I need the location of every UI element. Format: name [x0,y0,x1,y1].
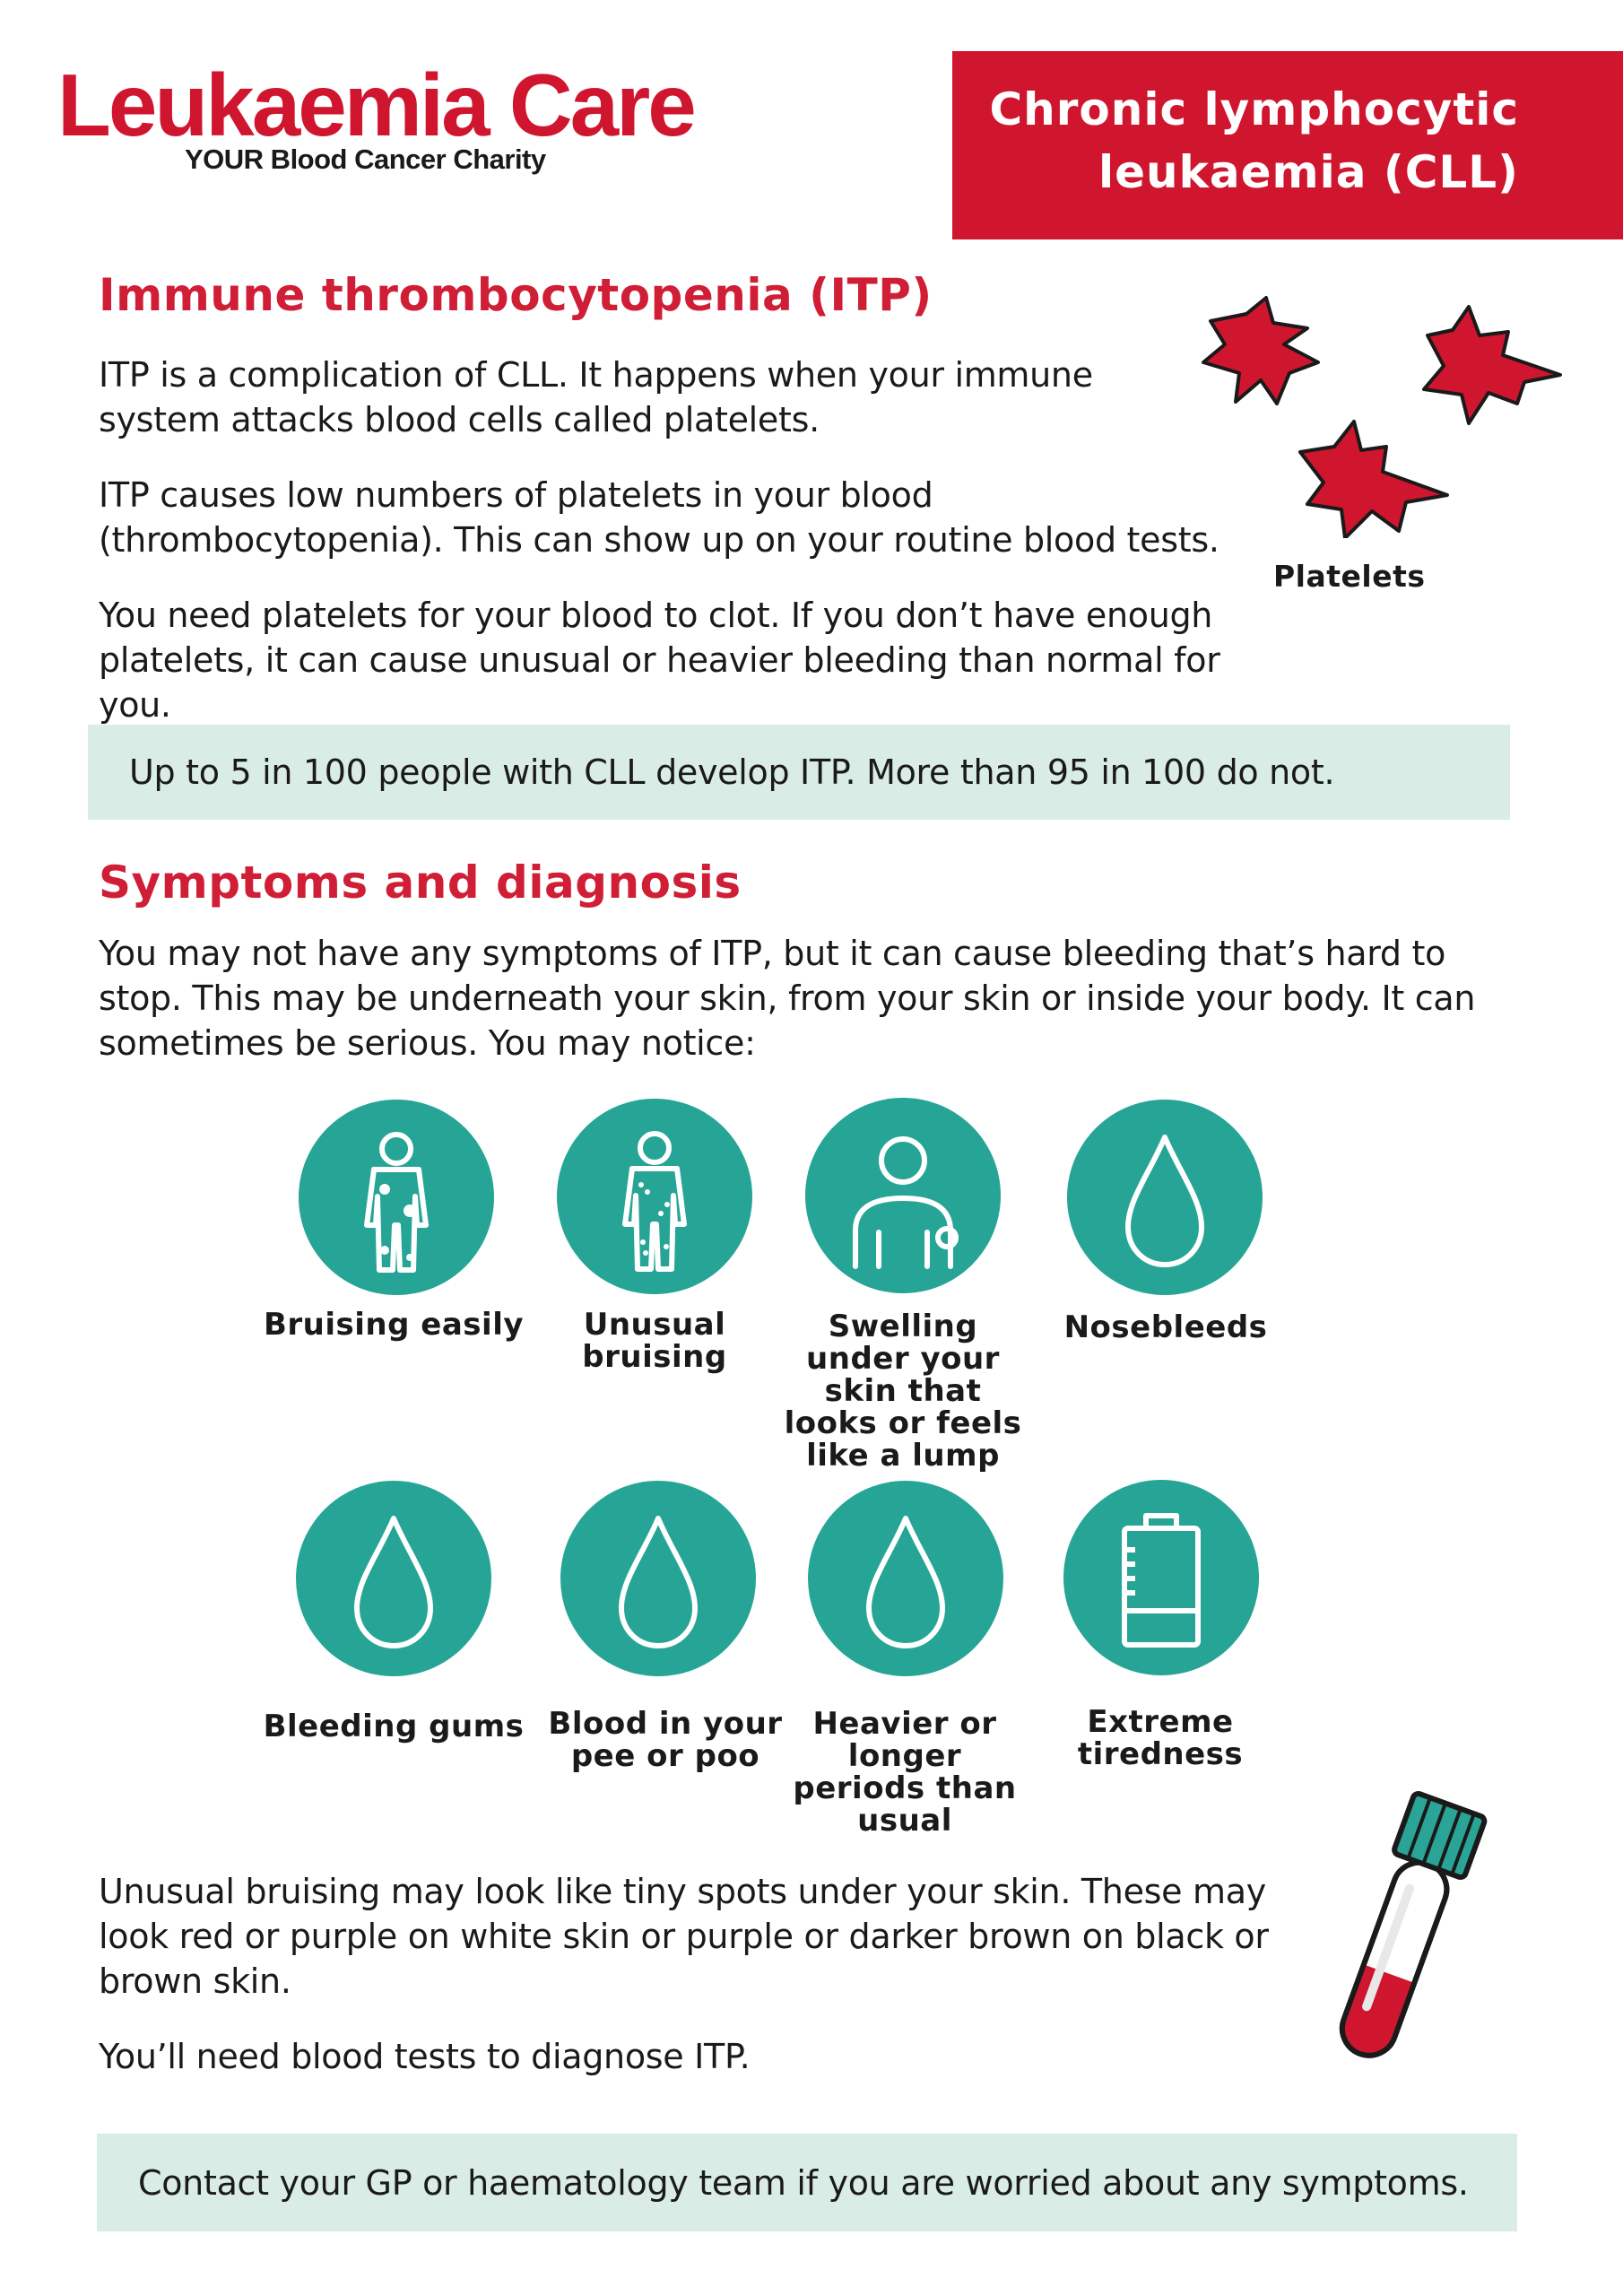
extreme-tiredness-icon-circle [1063,1480,1259,1675]
document-title: Chronic lymphocytic leukaemia (CLL) [945,78,1519,204]
bleeding-gums-icon-circle [296,1481,491,1676]
bruised-body-icon [622,1131,687,1272]
heavier-periods-icon-circle [808,1481,1003,1676]
symptom-label-swelling: Swelling under your skin that looks or f… [784,1309,1022,1474]
symptom-label-bleeding-gums: Bleeding gums [263,1709,525,1744]
bruising-easily-icon-circle [299,1100,494,1295]
paragraph-itp-low-platelets: ITP causes low numbers of platelets in y… [99,475,1219,560]
symptom-label-blood-in-pee-poo: Blood in your pee or poo [548,1706,783,1774]
callout-itp-statistics: Up to 5 in 100 people with CLL develop I… [88,725,1510,820]
paragraph-itp-complication: ITP is a complication of CLL. It happens… [99,355,1093,439]
callout-itp-statistics-text: Up to 5 in 100 people with CLL develop I… [129,752,1335,792]
blood-drop-icon [1125,1135,1204,1267]
platelet-shape-2 [1422,305,1562,425]
swelling-person-icon [853,1136,959,1269]
low-battery-icon [1122,1513,1201,1648]
section-heading-symptoms: Symptoms and diagnosis [99,857,742,909]
blood-test-tube-illustration [1339,1791,1488,2058]
brand-logo: Leukaemia Care [57,56,697,154]
bruised-body-icon [364,1132,429,1273]
document-title-line1: Chronic lymphocytic [989,83,1519,135]
blood-in-pee-poo-icon-circle [560,1481,756,1676]
platelet-shape-3 [1298,420,1449,538]
symptom-label-unusual-bruising: Unusual bruising [582,1307,727,1375]
nosebleeds-icon-circle [1067,1100,1263,1295]
blood-drop-icon [866,1516,945,1648]
paragraph-itp-clotting: You need platelets for your blood to clo… [99,596,1220,725]
symptom-label-nosebleeds: Nosebleeds [1063,1309,1268,1345]
symptom-label-extreme-tiredness: Extreme tiredness [1077,1704,1244,1772]
section-heading-itp: Immune thrombocytopenia (ITP) [99,269,933,321]
symptom-label-bruising-easily: Bruising easily [263,1307,525,1343]
blood-drop-icon [354,1516,433,1648]
document-title-banner: Chronic lymphocytic leukaemia (CLL) [952,51,1623,239]
platelets-label: Platelets [1273,559,1426,594]
symptom-label-heavier-periods: Heavier or longer periods than usual [793,1706,1017,1839]
platelet-shape-1 [1202,296,1320,405]
paragraph-unusual-bruising: Unusual bruising may look like tiny spot… [99,1872,1269,2001]
blood-drop-icon [619,1516,698,1648]
callout-contact-gp-text: Contact your GP or haematology team if y… [138,2162,1469,2203]
brand-tagline: YOUR Blood Cancer Charity [185,144,546,175]
swelling-icon-circle [805,1098,1001,1293]
callout-contact-gp: Contact your GP or haematology team if y… [97,2134,1517,2231]
paragraph-symptoms-intro: You may not have any symptoms of ITP, bu… [99,934,1476,1063]
document-title-line2: leukaemia (CLL) [1098,146,1519,198]
paragraph-blood-tests: You’ll need blood tests to diagnose ITP. [99,2037,751,2076]
unusual-bruising-icon-circle [557,1099,752,1294]
platelets-illustration [1202,296,1562,538]
